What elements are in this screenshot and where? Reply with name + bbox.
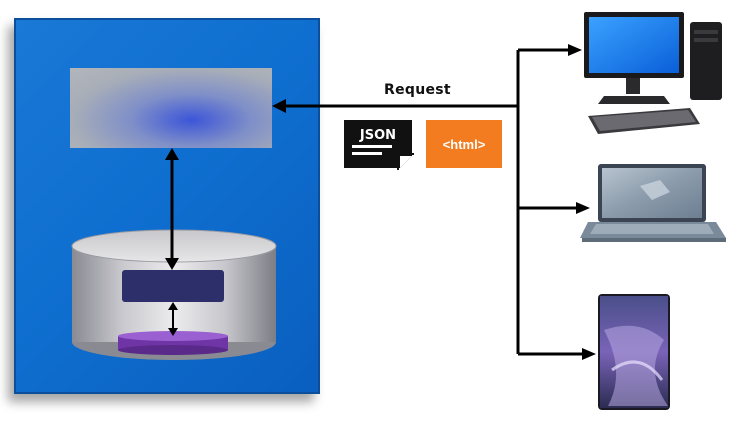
request-label: Request xyxy=(384,82,451,98)
html-tag-icon: <html> xyxy=(426,120,502,168)
server-to-db-arrow xyxy=(165,148,179,270)
engine-to-disk-arrow xyxy=(168,302,178,336)
database-storage-disk xyxy=(118,331,228,355)
web-server-box xyxy=(70,68,272,148)
json-file-icon: JSON xyxy=(344,120,414,170)
json-badge-text: JSON xyxy=(359,128,396,143)
laptop-icon xyxy=(580,164,726,242)
html-badge-text: <html> xyxy=(442,136,486,152)
smartphone-icon xyxy=(598,294,670,410)
desktop-computer-icon xyxy=(584,12,722,134)
database-engine-box xyxy=(122,270,224,302)
request-connectors xyxy=(272,44,596,360)
